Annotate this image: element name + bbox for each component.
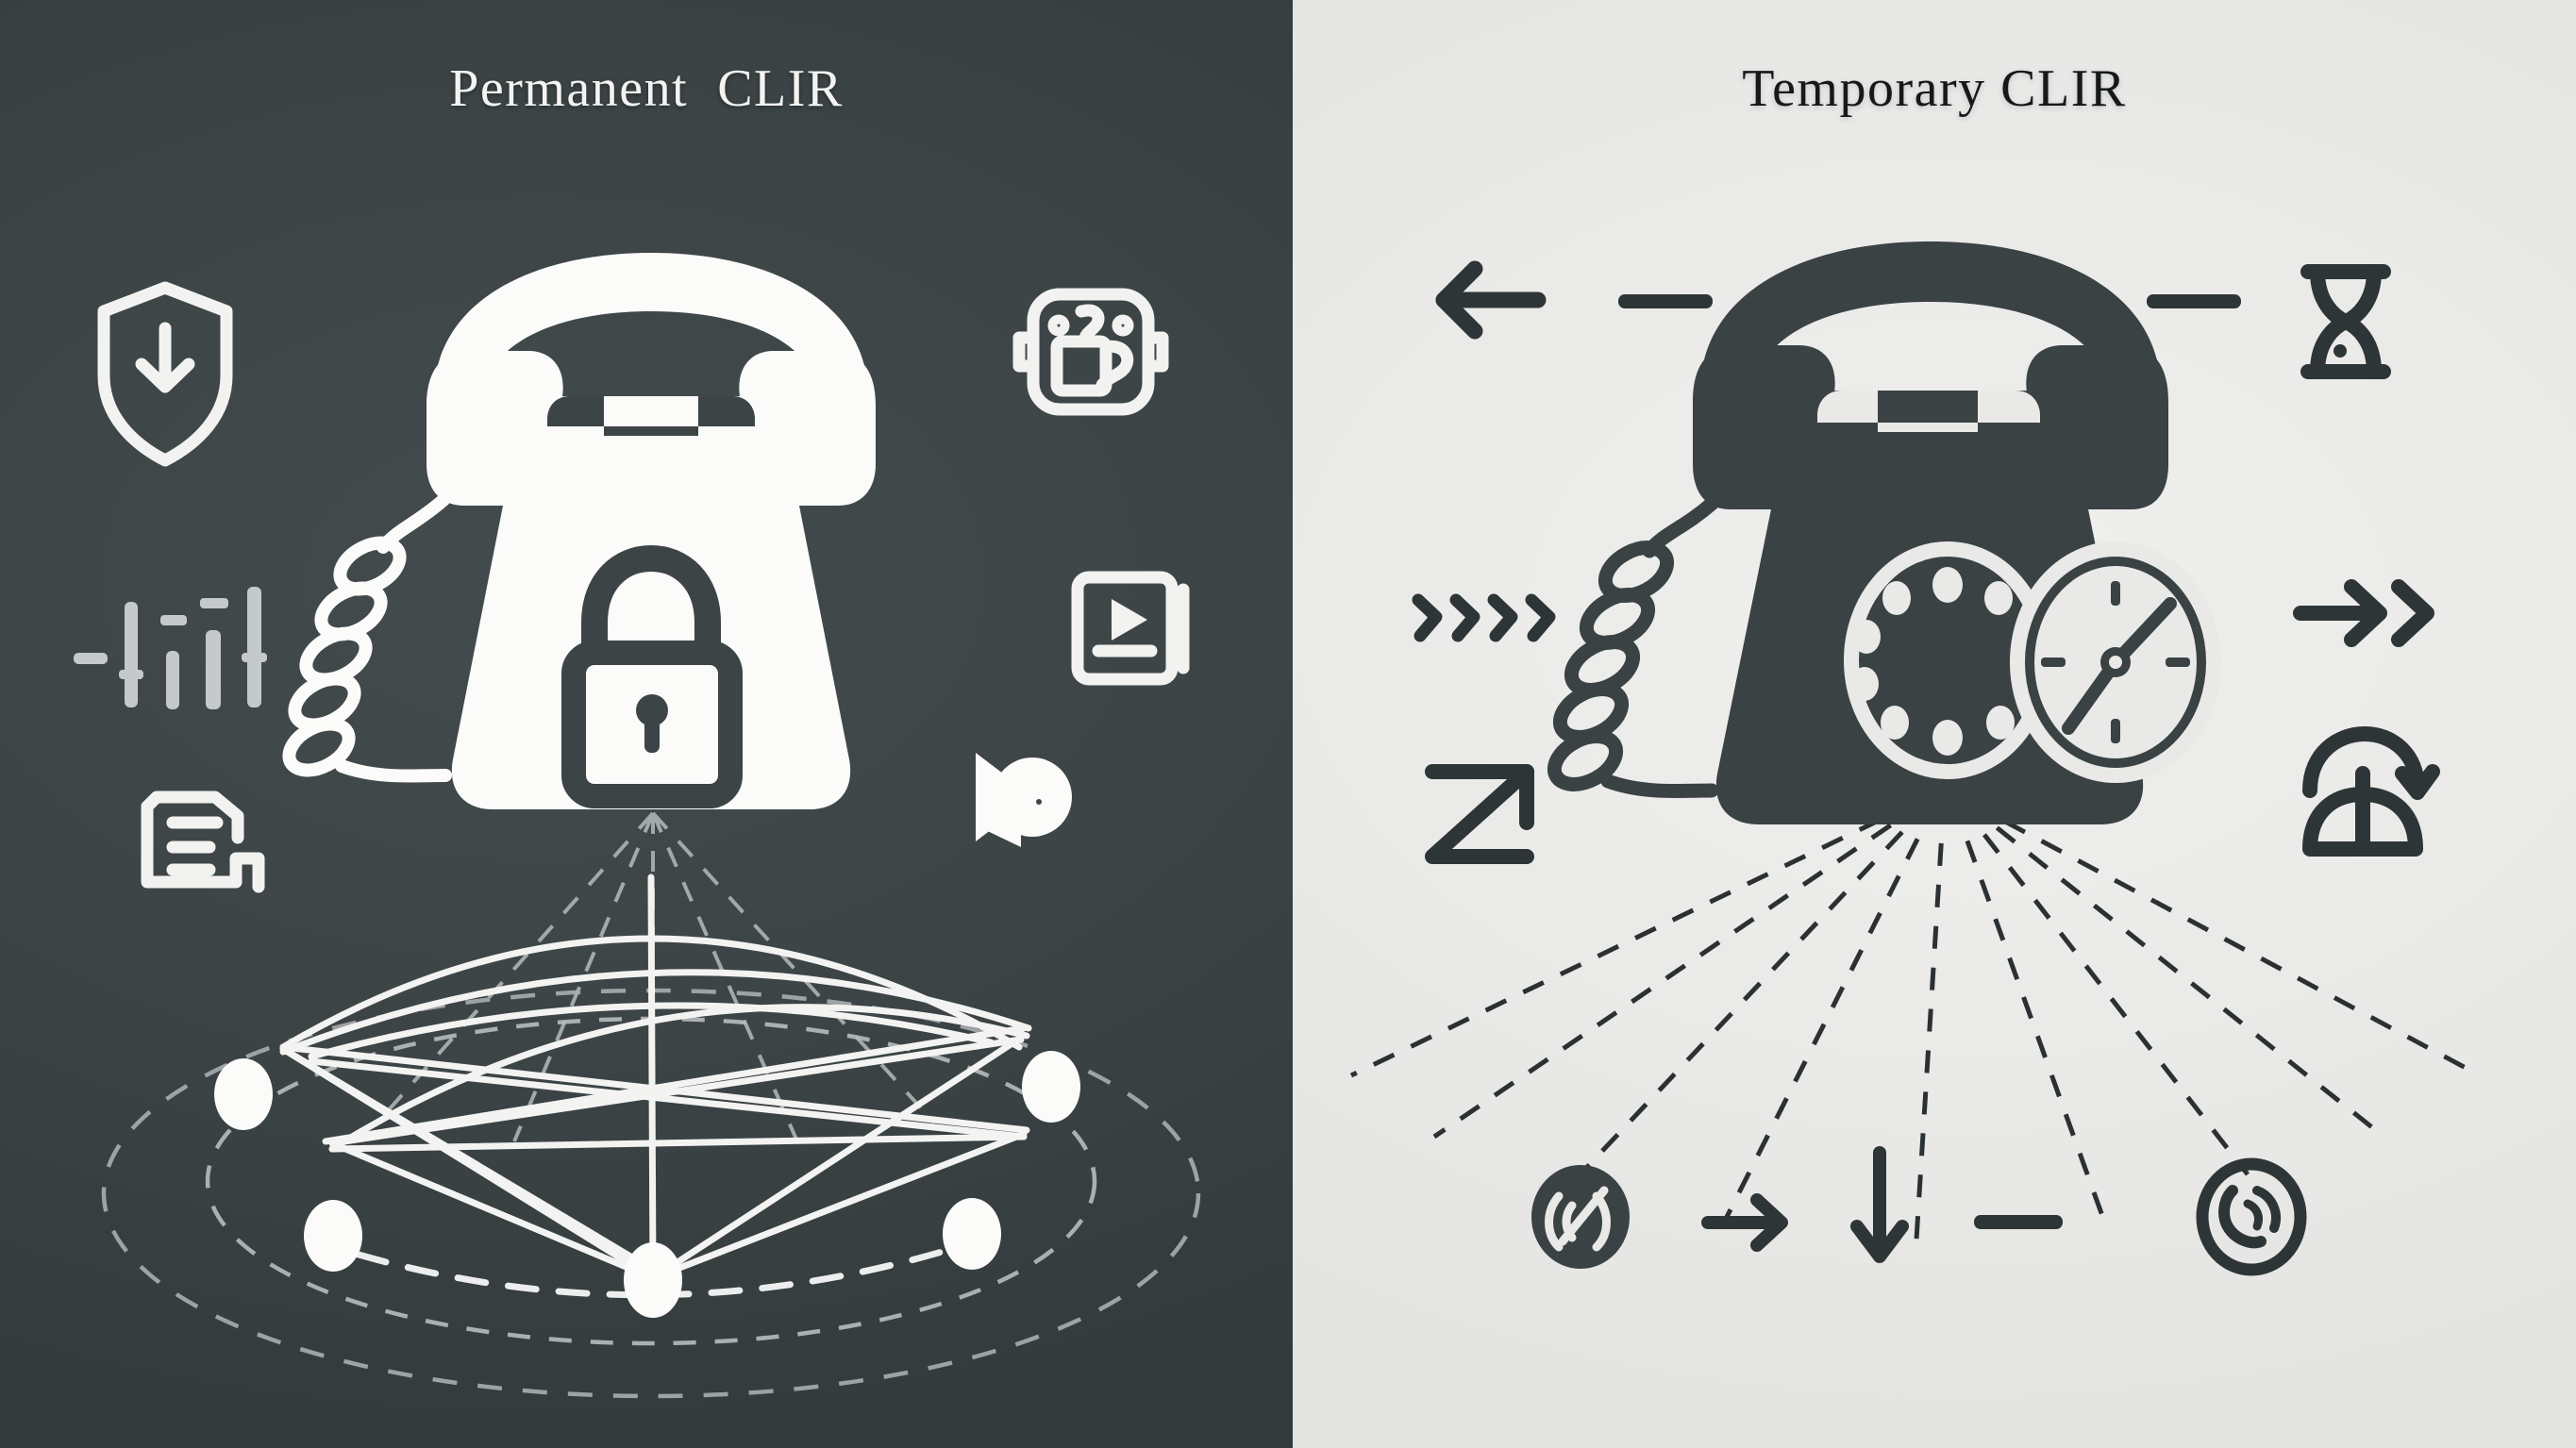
dash-icon: [2147, 294, 2241, 308]
rotary-phone-with-padlock-icon: [282, 253, 876, 809]
z-arrow-icon: [1425, 764, 1534, 864]
panel-permanent-clir: Permanent CLIR: [0, 0, 1293, 1448]
analog-clock-icon: [2010, 541, 2221, 783]
signal-rays-right: [1349, 799, 2482, 1256]
dash-icon: [1618, 294, 1713, 308]
left-panel-artwork: [74, 253, 1201, 1399]
panel-temporary-clir: Temporary CLIR: [1293, 0, 2576, 1448]
phone-circle-icon: [2196, 1157, 2307, 1276]
page-title-temporary: Temporary CLIR: [1742, 59, 2127, 118]
network-bottom-arc: [355, 1246, 952, 1299]
network-nodes: [214, 1051, 1080, 1318]
play-pin-shape-icon: [976, 753, 1072, 847]
arrow-left-icon: [1435, 260, 1547, 340]
shield-down-arrow-icon: [97, 281, 233, 467]
document-lines-icon: [141, 791, 265, 893]
network-node: [214, 1058, 273, 1130]
hourglass-icon: [2300, 264, 2391, 379]
rotate-arc-icon: [2302, 726, 2440, 857]
arrow-right-chevron-icon: [2293, 579, 2434, 647]
dash-icon: [1974, 1215, 2063, 1229]
network-node: [624, 1242, 682, 1318]
chevrons-right-icon: [1412, 593, 1556, 642]
network-edges: [279, 874, 1032, 1282]
arrow-right-icon: [1701, 1193, 1788, 1252]
signal-muted-circle-icon: [1531, 1165, 1630, 1269]
right-panel-artwork: [1349, 241, 2482, 1276]
network-node: [943, 1198, 1001, 1270]
robot-face-icon: [1012, 288, 1169, 416]
video-card-play-icon: [1071, 571, 1190, 686]
rotary-phone-with-clock-icon: [1547, 241, 2221, 824]
arrow-down-icon: [1850, 1146, 1909, 1263]
sliders-icon: [74, 587, 267, 709]
padlock-icon: [561, 544, 743, 808]
network-node: [1022, 1051, 1080, 1123]
network-node: [304, 1200, 362, 1272]
page-title-permanent: Permanent CLIR: [449, 59, 844, 118]
